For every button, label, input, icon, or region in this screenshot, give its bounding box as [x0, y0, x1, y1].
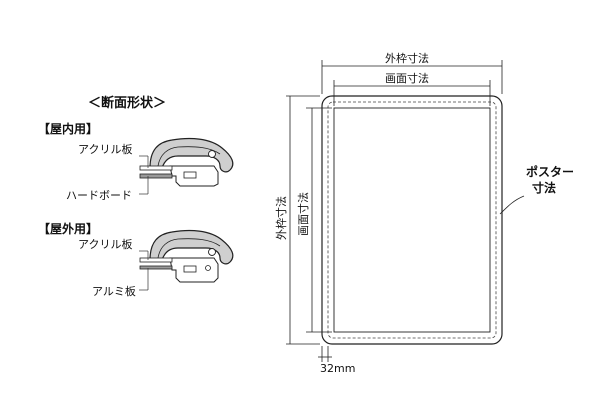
outdoor-heading: 【屋外用】: [38, 221, 98, 236]
outdoor-profile: [139, 229, 234, 283]
poster-label-line1: ポスター: [526, 164, 574, 179]
screen-width-dimension: [333, 80, 491, 106]
outer-width-dimension: [321, 60, 503, 94]
outdoor-label-aluminum: アルミ板: [92, 284, 136, 298]
indoor-label-acrylic: アクリル板: [78, 142, 132, 156]
screen-area: [333, 107, 491, 333]
indoor-profile: [139, 137, 234, 187]
outer-width-label: 外枠寸法: [385, 51, 429, 65]
poster-label-line2: 寸法: [532, 180, 556, 195]
screen-height-label: 画面寸法: [296, 192, 310, 236]
outdoor-label-acrylic: アクリル板: [78, 237, 132, 251]
screen-width-label: 画面寸法: [385, 71, 429, 85]
outer-height-label: 外枠寸法: [274, 196, 288, 240]
poster-outline: [327, 101, 497, 339]
poster-leader: [499, 195, 525, 215]
cross-section-title: ＜断面形状＞: [88, 95, 166, 111]
frame-width-value: 32mm: [320, 362, 355, 375]
screen-height-dimension: [306, 107, 332, 333]
frame-width-dimension: [318, 346, 332, 362]
outer-frame: [321, 95, 503, 345]
indoor-heading: 【屋内用】: [38, 121, 98, 136]
outer-height-dimension: [286, 95, 320, 345]
indoor-label-board: ハードボード: [66, 189, 132, 202]
